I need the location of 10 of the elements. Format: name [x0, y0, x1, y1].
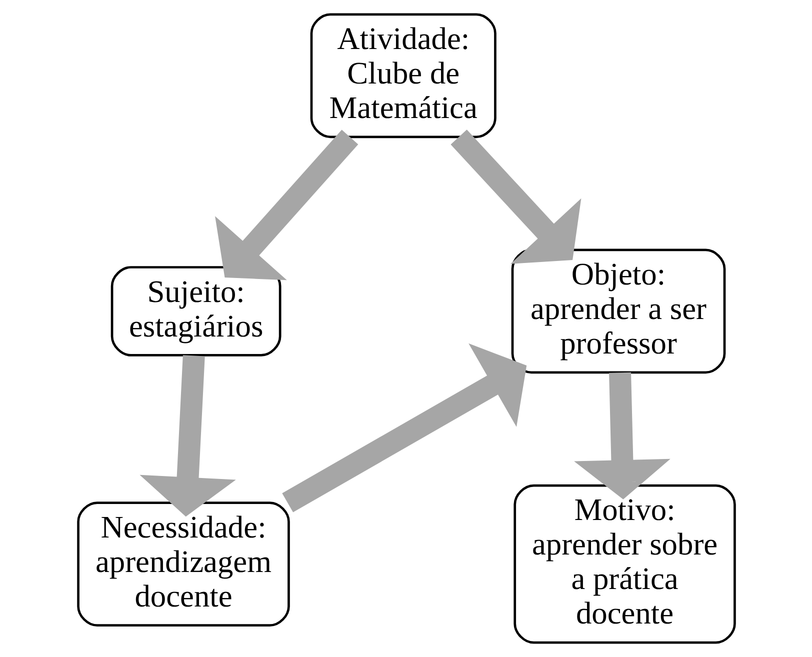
node-box: Sujeito: estagiários [110, 266, 281, 356]
arrow [574, 372, 670, 500]
arrow [282, 343, 526, 512]
node-box: Necessidade: aprendizagem docente [76, 502, 290, 626]
node-box: Motivo: aprender sobre a prática docente [513, 484, 736, 644]
node-box: Atividade: Clube de Matemática [310, 13, 496, 138]
arrow [450, 130, 581, 264]
arrow [139, 355, 236, 517]
arrow [214, 130, 358, 280]
node-box: Objeto: aprender a ser professor [510, 248, 726, 374]
